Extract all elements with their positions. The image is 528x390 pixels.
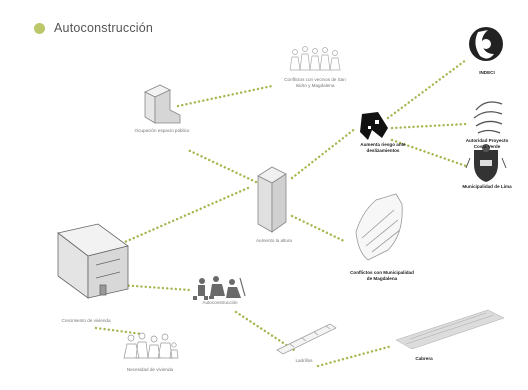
title-text: Autoconstrucción xyxy=(54,21,154,35)
connector-aumento-riesgo xyxy=(290,126,358,180)
connector-crecimiento-necesidad xyxy=(94,326,144,336)
family-icon xyxy=(123,332,179,359)
costa-verde-logo-icon xyxy=(473,101,503,134)
connector-aumento-conflictos-mun xyxy=(290,214,348,244)
label-conflictos-sb: Conflictos con vecinos de San Isidro y M… xyxy=(284,77,346,88)
connector-ladrillos-cabrera xyxy=(316,344,394,368)
house-step-icon xyxy=(144,84,181,124)
connector-riesgo-municipalidad xyxy=(390,138,468,168)
connector-autoconstruccion-ladrillos xyxy=(234,310,296,352)
hands-icon xyxy=(355,193,403,261)
label-riesgo: Aumenta riesgo ante deslizamientos xyxy=(360,142,406,153)
lima-shield-icon xyxy=(465,144,507,182)
label-indeci: INDECI xyxy=(479,70,495,75)
label-municipalidad: Municipalidad de Lima xyxy=(462,184,512,189)
connector-aumento-ocupacion xyxy=(186,148,258,184)
label-necesidad: Necesidad de vivienda xyxy=(126,367,174,372)
label-crecimiento: Crecimiento de vivienda xyxy=(61,318,111,323)
building-icon xyxy=(257,166,287,233)
label-ladrillos: Ladrillos xyxy=(295,358,313,363)
label-cabrera: Cabrera xyxy=(415,356,433,361)
workers-icon xyxy=(193,276,246,300)
landslide-icon xyxy=(360,112,388,140)
label-aumento: Aumento la altura xyxy=(255,238,292,243)
bricks-icon xyxy=(276,323,337,355)
label-autoconstruccion: Autoconstrucción xyxy=(202,300,238,305)
connector-crecimiento-autoconstruccion xyxy=(118,283,192,292)
people-group-icon xyxy=(289,46,341,71)
house-3d-icon xyxy=(57,223,129,299)
title-bullet-icon xyxy=(34,22,45,34)
label-autoridad: Autoridad Proyecto Costa Verde xyxy=(465,138,509,149)
connector-riesgo-indeci xyxy=(386,58,468,120)
label-ocupacion: Ocupación espacio público xyxy=(134,128,190,133)
wall-icon xyxy=(395,309,505,350)
indeci-logo-icon xyxy=(469,27,503,61)
label-conflictos-mun: Conflictos con Municipalidad de Magdalen… xyxy=(350,270,414,281)
connector-riesgo-autoridad xyxy=(390,122,468,130)
diagram-title: Autoconstrucción xyxy=(34,21,153,35)
connector-ocupacion-conflictos-sb xyxy=(176,84,274,108)
